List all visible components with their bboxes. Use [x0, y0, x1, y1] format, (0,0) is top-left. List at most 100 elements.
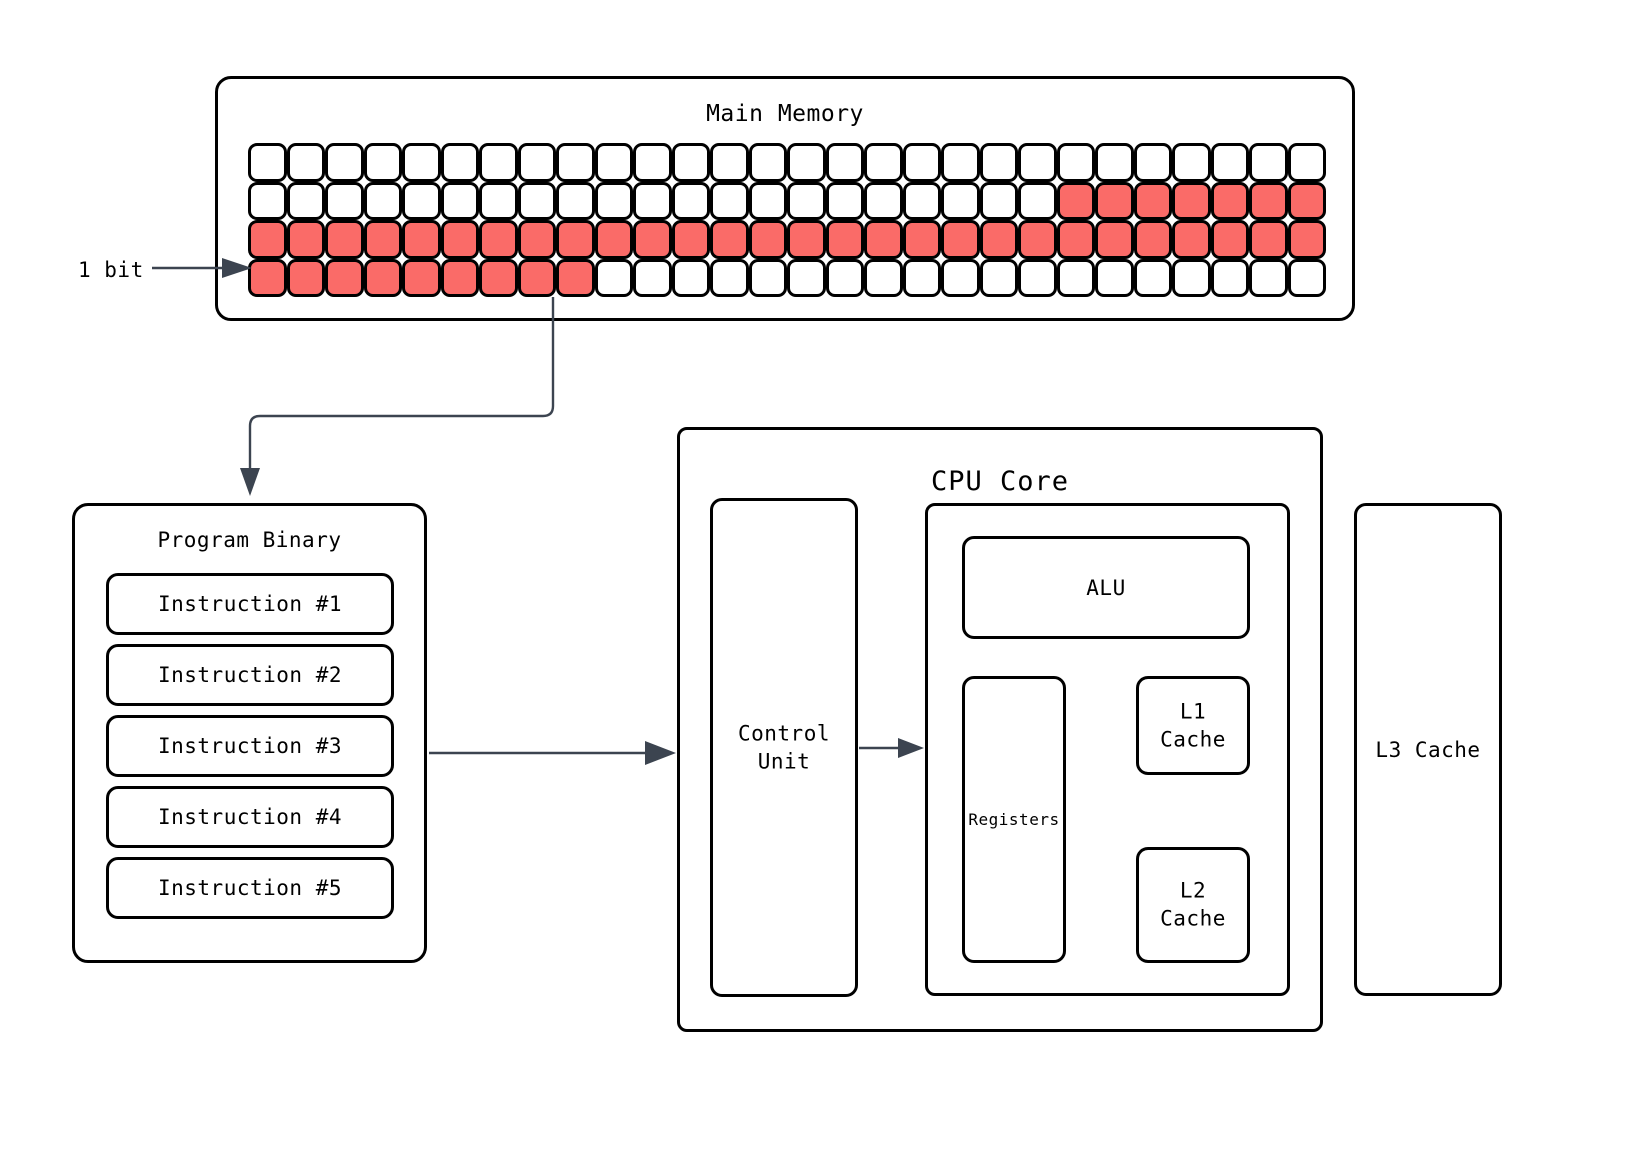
- instruction-label: Instruction #5: [157, 876, 342, 900]
- one-bit-label: 1 bit: [78, 258, 144, 282]
- memory-bit-filled: [325, 258, 364, 297]
- l1-cache-box: L1 Cache: [1136, 676, 1250, 775]
- alu-box: ALU: [962, 536, 1250, 639]
- memory-row: [248, 258, 1326, 297]
- memory-bit-filled: [1018, 220, 1057, 259]
- memory-bit-empty: [1095, 258, 1134, 297]
- memory-bit-empty: [633, 181, 672, 220]
- memory-bit-filled: [248, 258, 287, 297]
- memory-bit-filled: [1172, 220, 1211, 259]
- memory-bit-filled: [825, 220, 864, 259]
- memory-bit-filled: [479, 220, 518, 259]
- memory-bit-empty: [902, 143, 941, 182]
- memory-bit-empty: [1249, 143, 1288, 182]
- memory-bit-empty: [1172, 258, 1211, 297]
- memory-bit-empty: [440, 143, 479, 182]
- memory-bit-filled: [594, 220, 633, 259]
- memory-bit-empty: [1249, 258, 1288, 297]
- memory-bit-filled: [479, 258, 518, 297]
- memory-bit-empty: [594, 143, 633, 182]
- memory-bit-empty: [517, 181, 556, 220]
- memory-to-program-binary-line: [248, 297, 555, 468]
- memory-bit-empty: [979, 181, 1018, 220]
- memory-bit-empty: [710, 143, 749, 182]
- instruction-item[interactable]: Instruction #3: [106, 715, 394, 777]
- cpu-core-title: CPU Core: [930, 466, 1070, 497]
- memory-bit-empty: [325, 143, 364, 182]
- memory-bit-empty: [748, 143, 787, 182]
- memory-bit-empty: [902, 258, 941, 297]
- memory-row: [248, 181, 1326, 220]
- memory-bit-empty: [248, 181, 287, 220]
- memory-bit-empty: [1018, 143, 1057, 182]
- control-unit-box: Control Unit: [710, 498, 858, 997]
- memory-bit-filled: [1095, 181, 1134, 220]
- memory-row: [248, 220, 1326, 259]
- memory-bit-empty: [941, 143, 980, 182]
- alu-label: ALU: [1086, 575, 1126, 600]
- memory-bit-filled: [363, 220, 402, 259]
- memory-bit-filled: [1133, 181, 1172, 220]
- memory-bit-filled: [748, 220, 787, 259]
- memory-bit-empty: [1287, 143, 1326, 182]
- memory-bit-filled: [1172, 181, 1211, 220]
- memory-bit-filled: [517, 258, 556, 297]
- memory-bit-empty: [864, 181, 903, 220]
- instruction-item[interactable]: Instruction #4: [106, 786, 394, 848]
- memory-bit-empty: [1018, 258, 1057, 297]
- memory-bit-empty: [325, 181, 364, 220]
- instruction-item[interactable]: Instruction #5: [106, 857, 394, 919]
- memory-bit-empty: [787, 181, 826, 220]
- memory-bit-filled: [556, 258, 595, 297]
- program-binary-title: Program Binary: [157, 528, 342, 552]
- memory-bit-empty: [479, 181, 518, 220]
- memory-bit-empty: [363, 143, 402, 182]
- memory-bit-empty: [594, 181, 633, 220]
- memory-bit-filled: [556, 220, 595, 259]
- memory-bit-empty: [1172, 143, 1211, 182]
- memory-bit-empty: [286, 181, 325, 220]
- instruction-item[interactable]: Instruction #1: [106, 573, 394, 635]
- memory-bit-filled: [1249, 181, 1288, 220]
- memory-bit-empty: [363, 181, 402, 220]
- memory-bit-filled: [1287, 181, 1326, 220]
- memory-bit-empty: [1056, 258, 1095, 297]
- memory-bit-empty: [941, 258, 980, 297]
- memory-bit-empty: [864, 258, 903, 297]
- memory-bit-empty: [825, 143, 864, 182]
- memory-bit-filled: [1287, 220, 1326, 259]
- memory-bit-empty: [1210, 258, 1249, 297]
- memory-bit-empty: [1056, 143, 1095, 182]
- memory-bit-filled: [1133, 220, 1172, 259]
- memory-bit-filled: [979, 220, 1018, 259]
- memory-bit-filled: [363, 258, 402, 297]
- l3-cache-label: L3 Cache: [1375, 737, 1481, 762]
- memory-bit-filled: [517, 220, 556, 259]
- memory-bit-empty: [710, 258, 749, 297]
- instruction-label: Instruction #3: [157, 734, 342, 758]
- registers-label: Registers: [968, 809, 1060, 829]
- memory-bit-empty: [1133, 143, 1172, 182]
- instruction-item[interactable]: Instruction #2: [106, 644, 394, 706]
- memory-bit-empty: [402, 181, 441, 220]
- memory-bit-empty: [1133, 258, 1172, 297]
- memory-bit-empty: [248, 143, 287, 182]
- memory-bit-empty: [479, 143, 518, 182]
- memory-bit-empty: [979, 143, 1018, 182]
- instruction-label: Instruction #2: [157, 663, 342, 687]
- memory-bit-empty: [825, 258, 864, 297]
- memory-bit-filled: [633, 220, 672, 259]
- memory-bit-empty: [748, 181, 787, 220]
- memory-bit-filled: [1210, 220, 1249, 259]
- registers-box: Registers: [962, 676, 1066, 963]
- memory-bit-empty: [633, 258, 672, 297]
- memory-bit-filled: [1210, 181, 1249, 220]
- memory-bit-empty: [787, 143, 826, 182]
- memory-row: [248, 143, 1326, 182]
- memory-bit-filled: [864, 220, 903, 259]
- l1-cache-label: L1 Cache: [1160, 699, 1226, 752]
- memory-bit-empty: [902, 181, 941, 220]
- memory-bit-empty: [671, 258, 710, 297]
- memory-bit-filled: [325, 220, 364, 259]
- instruction-label: Instruction #4: [157, 805, 342, 829]
